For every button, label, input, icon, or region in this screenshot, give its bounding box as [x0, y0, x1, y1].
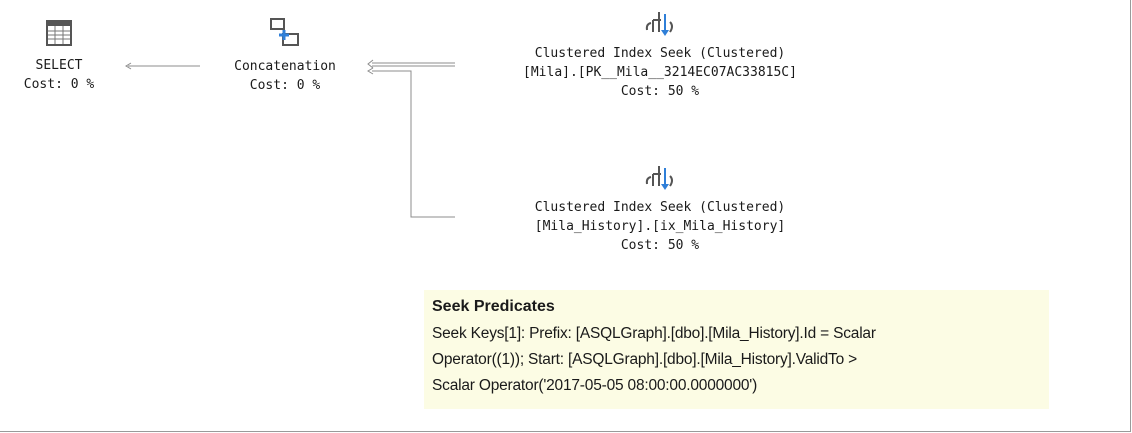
- seek1-name: Clustered Index Seek (Clustered): [534, 46, 786, 61]
- seek2-name: Clustered Index Seek (Clustered): [534, 200, 786, 215]
- concatenation-icon: [270, 18, 299, 46]
- tooltip-line-3: Scalar Operator('2017-05-05 08:00:00.000…: [432, 377, 758, 394]
- seek1-cost: Cost: 50 %: [620, 84, 700, 99]
- arrowhead-concat-1: [367, 59, 374, 69]
- concatenation-cost: Cost: 0 %: [249, 78, 321, 93]
- table-grid-icon: [46, 20, 72, 46]
- tooltip-body: Seek Keys[1]: Prefix: [ASQLGraph].[dbo].…: [432, 321, 1041, 399]
- arrowhead-select: [125, 62, 132, 70]
- clustered-index-seek-2[interactable]: Clustered Index Seek (Clustered) [Mila_H…: [455, 162, 865, 255]
- seek1-object: [Mila].[PK__Mila__3214EC07AC33815C]: [523, 65, 797, 80]
- concatenation-operator[interactable]: Concatenation Cost: 0 %: [200, 18, 370, 95]
- select-operator[interactable]: SELECT Cost: 0 %: [4, 20, 114, 94]
- arrowhead-concat-2: [367, 67, 374, 75]
- select-cost: Cost: 0 %: [23, 77, 95, 92]
- seek2-object: [Mila_History].[ix_Mila_History]: [534, 219, 786, 234]
- tooltip-line-2: Operator((1)); Start: [ASQLGraph].[dbo].…: [432, 351, 857, 368]
- clustered-index-seek-icon: [645, 12, 673, 36]
- tooltip-title: Seek Predicates: [432, 298, 555, 315]
- connector-seek2-concat: [372, 70, 455, 218]
- clustered-index-seek-1[interactable]: Clustered Index Seek (Clustered) [Mila].…: [455, 8, 865, 101]
- seek2-cost: Cost: 50 %: [620, 238, 700, 253]
- tooltip-line-1: Seek Keys[1]: Prefix: [ASQLGraph].[dbo].…: [432, 325, 876, 342]
- seek-predicates-tooltip: Seek Predicates Seek Keys[1]: Prefix: [A…: [424, 290, 1049, 409]
- connector-seek2-concat-2: [372, 74, 455, 220]
- clustered-index-seek-icon: [645, 166, 673, 190]
- concatenation-name: Concatenation: [234, 59, 336, 74]
- select-name: SELECT: [35, 58, 83, 73]
